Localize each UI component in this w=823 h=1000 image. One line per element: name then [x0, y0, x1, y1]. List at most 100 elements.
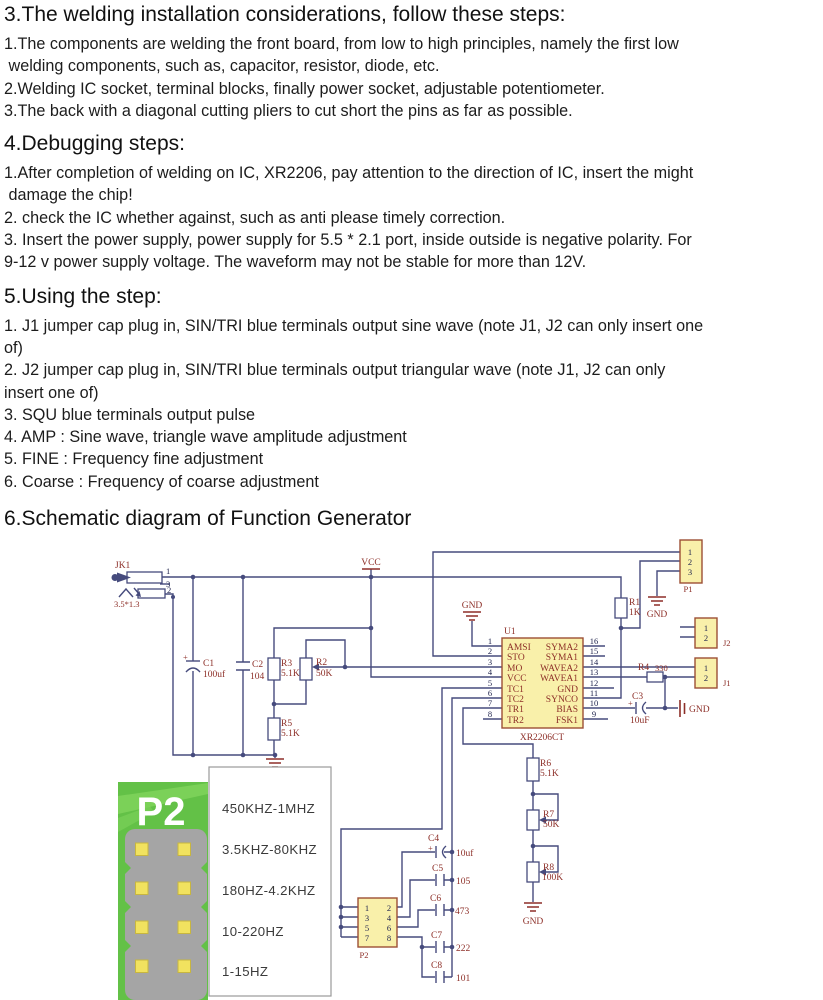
jack-pin2: 2: [167, 585, 171, 595]
section-4-heading: 4.Debugging steps:: [4, 132, 185, 156]
capacitor-c8: C8 101: [431, 961, 471, 984]
svg-text:TC1: TC1: [507, 685, 524, 695]
connector-p1: 1 2 3 P1: [679, 539, 703, 594]
svg-text:2: 2: [387, 903, 391, 913]
capacitor-c7: C7 222: [431, 931, 471, 954]
svg-text:1: 1: [365, 903, 369, 913]
freq-range: 180HZ-4.2KHZ: [222, 883, 315, 898]
svg-text:STO: STO: [507, 653, 525, 663]
svg-text:3: 3: [688, 567, 692, 577]
svg-text:13: 13: [590, 667, 599, 677]
svg-text:WAVEA2: WAVEA2: [540, 664, 578, 674]
section-5-line: of): [4, 338, 23, 357]
svg-text:4: 4: [488, 667, 493, 677]
gnd-label: GND: [689, 705, 710, 715]
svg-text:1: 1: [488, 636, 492, 646]
gnd-label: GND: [462, 601, 483, 611]
svg-text:MO: MO: [507, 664, 522, 674]
section-4-line: 9-12 v power supply voltage. The wavefor…: [4, 253, 587, 272]
frequency-range-box: 450KHZ-1MHZ 3.5KHZ-80KHZ 180HZ-4.2KHZ 10…: [208, 766, 332, 997]
capacitor-c5: C5 105: [432, 864, 471, 887]
svg-text:+: +: [183, 652, 188, 662]
gnd-symbol-c3: GND: [679, 700, 710, 717]
section-5-line: 5. FINE : Frequency fine adjustment: [4, 450, 264, 469]
c7-value: 222: [456, 944, 471, 954]
vcc-label: VCC: [361, 558, 381, 568]
connector-p2-schematic: 1 3 5 7 2 4 6 8 P2: [357, 897, 398, 960]
resistor-r6: R6 5.1K: [526, 757, 559, 782]
svg-text:2: 2: [688, 557, 692, 567]
svg-text:+: +: [428, 843, 433, 853]
svg-text:11: 11: [590, 688, 598, 698]
svg-text:4: 4: [387, 913, 392, 923]
gnd-label: GND: [523, 917, 544, 927]
svg-text:SYMA1: SYMA1: [546, 653, 578, 663]
svg-text:5: 5: [365, 923, 369, 933]
section-3-line: 1.The components are welding the front b…: [4, 35, 679, 53]
svg-text:10: 10: [590, 698, 599, 708]
section-5-heading: 5.Using the step:: [4, 284, 162, 308]
gnd-label: GND: [647, 610, 668, 620]
svg-text:AMSI: AMSI: [507, 643, 531, 653]
c5-value: 105: [456, 877, 471, 887]
c7-ref: C7: [431, 931, 442, 941]
r3-ref: R3: [281, 659, 292, 669]
c2-ref: C2: [252, 660, 263, 670]
section-3-line: 2.Welding IC socket, terminal blocks, fi…: [4, 79, 605, 98]
c6-value: 473: [455, 907, 470, 917]
jack-pin1: 1: [166, 566, 170, 576]
svg-text:2: 2: [704, 633, 708, 643]
c1-value: 100uf: [203, 669, 226, 680]
p2-label: P2: [360, 950, 369, 960]
svg-text:3: 3: [365, 913, 369, 923]
connector-j2: 1 2 J2: [694, 617, 731, 649]
j2-label: J2: [723, 638, 731, 648]
section-5-line: insert one of): [4, 383, 99, 402]
vcc-symbol: VCC: [361, 558, 381, 570]
r1-ref: R1: [629, 598, 640, 608]
r4-value: 330: [655, 663, 668, 673]
freq-range: 1-15HZ: [222, 964, 268, 979]
r2-ref: R2: [316, 658, 327, 668]
p2-header-pads: [135, 842, 191, 973]
section-4-line: damage the chip!: [4, 186, 133, 205]
c8-ref: C8: [431, 961, 442, 971]
potentiometer-r7: R7 50K: [526, 809, 560, 831]
svg-text:7: 7: [488, 698, 492, 708]
p2-photo-label: P2: [137, 790, 186, 834]
svg-text:8: 8: [488, 709, 492, 719]
capacitor-c4: C4 + 10uf: [428, 834, 474, 859]
svg-text:BIAS: BIAS: [556, 705, 578, 715]
svg-text:FSK1: FSK1: [556, 716, 578, 726]
ic-left-pin-numbers: 1 2 3 4 5 6 7 8: [488, 636, 493, 719]
potentiometer-r8: R8 100K: [526, 861, 563, 883]
c1-ref: C1: [203, 659, 214, 669]
resistor-r1: R1 1K: [614, 597, 641, 619]
jack-size-label: 3.5*1.3: [114, 599, 140, 609]
capacitor-c6: C6 473: [430, 894, 470, 917]
section-5-line: 1. J1 jumper cap plug in, SIN/TRI blue t…: [4, 316, 704, 335]
svg-text:+: +: [628, 698, 633, 708]
svg-text:VCC: VCC: [507, 674, 527, 684]
junction-dots: [171, 574, 668, 950]
section-4-line: 3. Insert the power supply, power supply…: [4, 231, 692, 250]
svg-text:16: 16: [590, 636, 599, 646]
ic-left-pin-names: AMSI STO MO VCC TC1 TC2 TR1 TR2: [507, 643, 531, 726]
svg-text:8: 8: [387, 933, 391, 943]
resistor-r3: R3 5.1K: [267, 657, 300, 681]
freq-range: 10-220HZ: [222, 924, 284, 939]
capacitor-c3: C3 + 10uF: [628, 692, 650, 726]
svg-text:1: 1: [704, 663, 708, 673]
r6-ref: R6: [540, 759, 551, 769]
ic-xr2206: U1 XR2206CT AMSI STO MO VCC TC1 TC2 TR1 …: [488, 627, 599, 743]
section-3-heading: 3.The welding installation consideration…: [4, 3, 566, 26]
svg-text:SYNCO: SYNCO: [546, 695, 578, 705]
jack-pin3: 3: [166, 579, 170, 589]
c4-value: 10uf: [456, 848, 474, 859]
r8-value: 100K: [542, 873, 563, 883]
svg-text:14: 14: [590, 657, 599, 667]
r4-ref: R4: [638, 663, 649, 673]
svg-text:2: 2: [704, 673, 708, 683]
section-3-line: welding components, such as, capacitor, …: [4, 57, 440, 76]
